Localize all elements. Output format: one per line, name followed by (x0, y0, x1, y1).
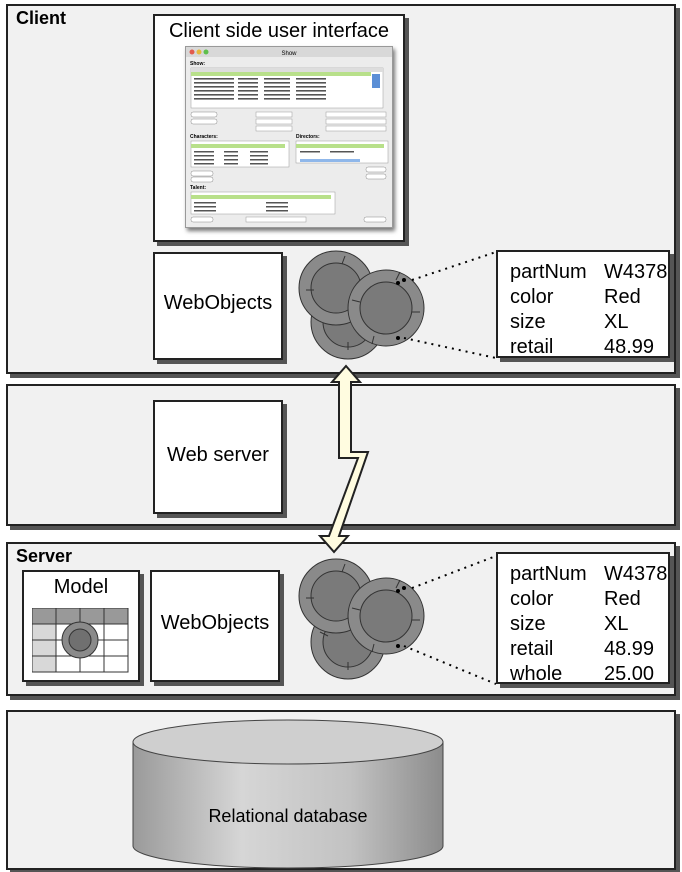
web-server-label: Web server (167, 444, 269, 466)
mini-section-characters: Characters: (190, 134, 218, 140)
attr-row: whole 25.00 (510, 662, 667, 687)
attr-key: color (510, 286, 554, 308)
model-label: Model (53, 576, 109, 598)
client-title: Client (16, 8, 67, 28)
attr-value: W4378 (604, 563, 668, 585)
client-attributes-box: partNum W4378 color Red size XL retail 48.99 (496, 250, 670, 358)
attr-key: retail (510, 638, 554, 660)
attr-row: retail 48.99 (510, 637, 667, 662)
client-attributes-table: partNum W4378 color Red size XL retail 48.99 (510, 260, 667, 360)
attr-row: partNum W4378 (510, 562, 667, 587)
attr-key: size (510, 613, 546, 635)
attr-value: 48.99 (604, 638, 655, 660)
attr-row: retail 48.99 (510, 335, 667, 360)
client-webobjects-box: WebObjects (153, 252, 283, 360)
mini-app-screenshot: Show Show: (186, 47, 392, 223)
attr-key: whole (510, 663, 563, 685)
server-title: Server (16, 546, 73, 566)
attr-row: partNum W4378 (510, 260, 667, 285)
attr-value: 48.99 (604, 336, 655, 358)
attr-value: Red (604, 286, 641, 308)
attr-row: size XL (510, 310, 667, 335)
mini-section-directors: Directors: (296, 134, 320, 140)
database-band (6, 710, 676, 870)
attr-key: color (510, 588, 554, 610)
attr-key: partNum (510, 563, 587, 585)
web-server-box: Web server (153, 400, 283, 514)
attr-value: XL (604, 613, 629, 635)
attr-key: partNum (510, 261, 587, 283)
attr-value: XL (604, 311, 629, 333)
server-attributes-box: partNum W4378 color Red size XL retail 48.99… (496, 552, 670, 687)
server-attributes-table: partNum W4378 color Red size XL retail 48.99… (510, 562, 667, 687)
attr-key: size (510, 311, 546, 333)
mini-app-window: Show Show: (185, 46, 393, 228)
model-box: Model (22, 570, 140, 682)
database-label: Relational database (208, 806, 368, 826)
attr-value: Red (604, 588, 641, 610)
attr-value: 25.00 (604, 663, 655, 685)
attr-value: W4378 (604, 261, 668, 283)
web-server-band (6, 384, 676, 526)
attr-row: color Red (510, 285, 667, 310)
attr-row: color Red (510, 587, 667, 612)
mini-section-talent: Talent: (190, 185, 206, 191)
attr-row: size XL (510, 612, 667, 637)
mini-window-title: Show (281, 51, 297, 57)
mini-section-show: Show: (190, 61, 205, 67)
server-webobjects-label: WebObjects (160, 612, 270, 634)
client-webobjects-label: WebObjects (163, 292, 273, 314)
model-grid-icon (32, 608, 129, 673)
client-ui-box: Client side user interface Show Show: (153, 14, 405, 242)
client-ui-title: Client side user interface (168, 20, 390, 42)
attr-key: retail (510, 336, 554, 358)
server-webobjects-box: WebObjects (150, 570, 280, 682)
